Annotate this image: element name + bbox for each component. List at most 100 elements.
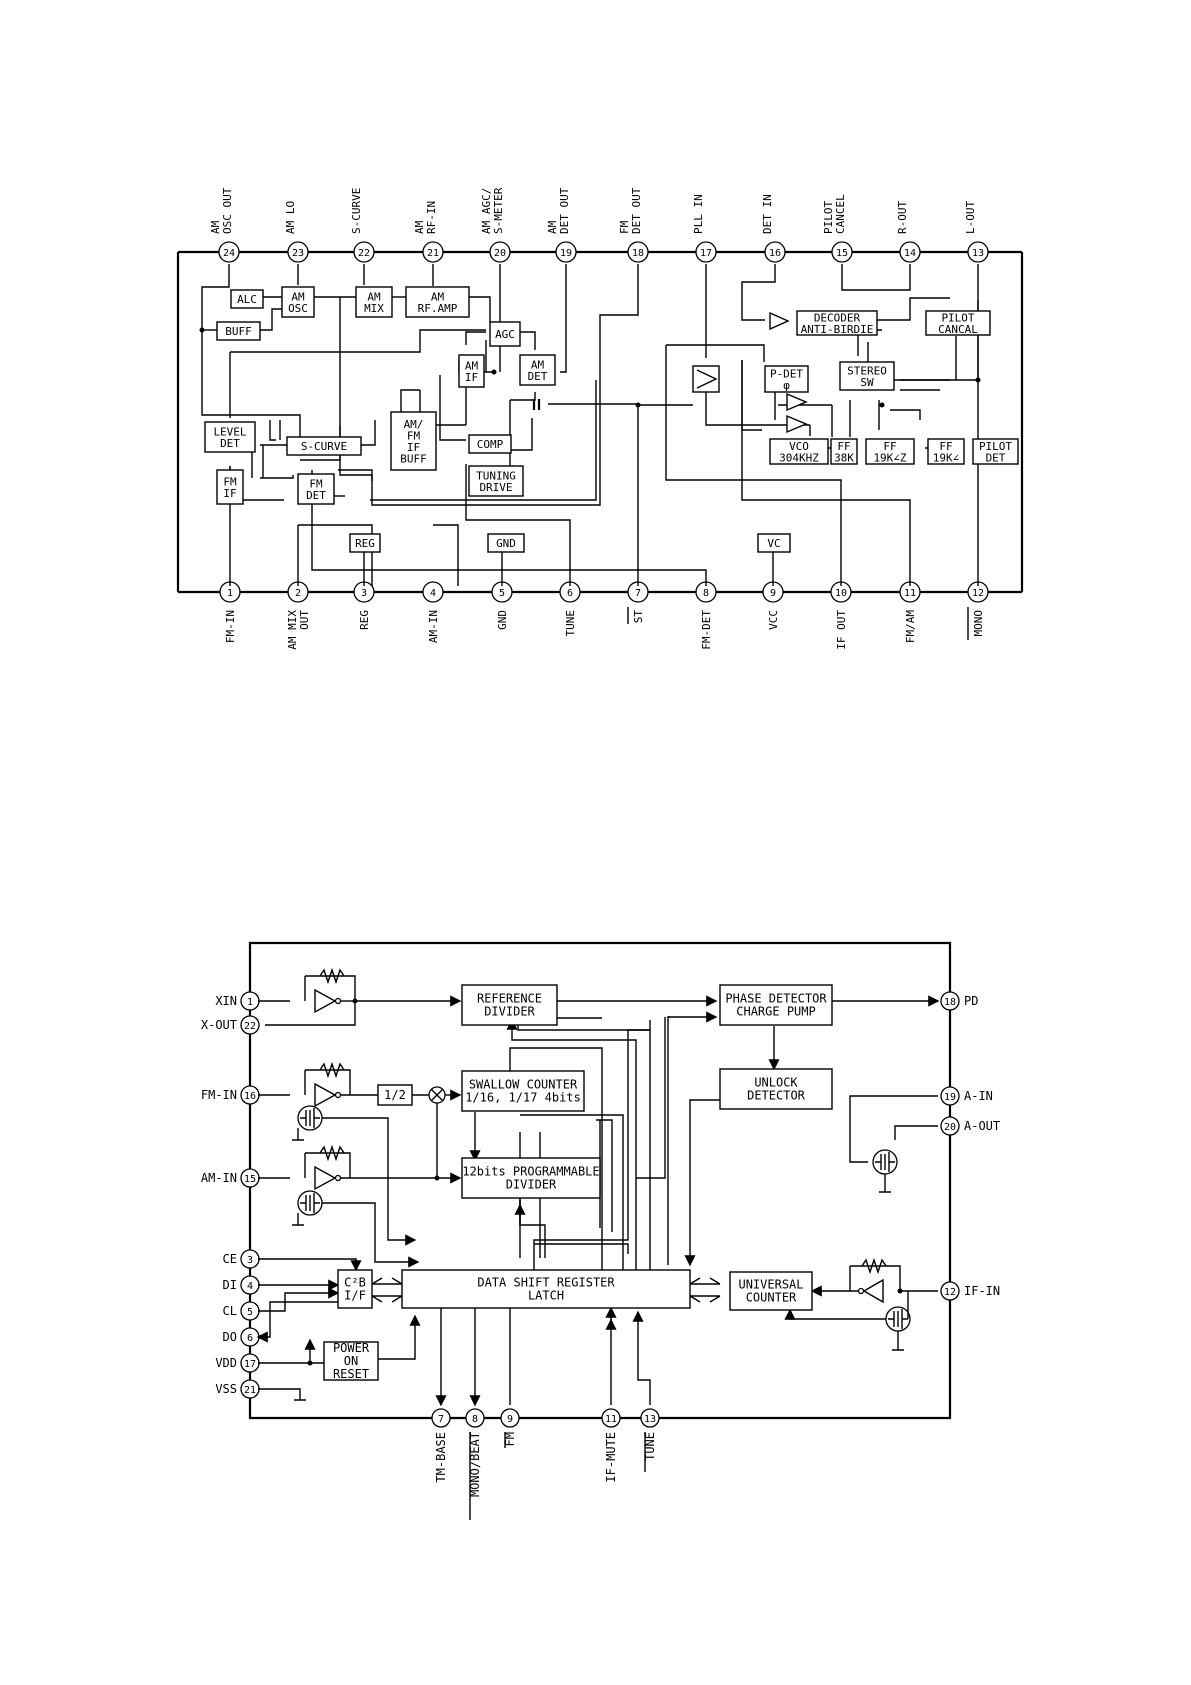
- block-label: DET: [220, 437, 240, 450]
- pin-label: OUT: [298, 610, 311, 630]
- top-pin-14: 14R-OUT: [896, 201, 921, 263]
- pin-label: ST: [632, 610, 645, 624]
- pin-number: 8: [703, 588, 709, 599]
- pin-number: 3: [247, 1255, 253, 1266]
- pin-label: VCC: [767, 610, 780, 630]
- pin-number: 7: [635, 588, 641, 599]
- block-label: FM: [223, 475, 237, 488]
- pin-number: 19: [560, 248, 572, 259]
- pin-circle: [353, 241, 375, 263]
- block-label: AM: [367, 290, 381, 303]
- block-label: I/F: [344, 1289, 366, 1303]
- fm-input-buffer-triangle: [314, 1082, 337, 1108]
- block-label: COUNTER: [746, 1291, 797, 1305]
- pin-number: 1: [227, 588, 233, 599]
- block-label: CANCAL: [938, 323, 978, 336]
- block-label: REG: [355, 537, 375, 550]
- pin-number: 21: [427, 248, 439, 259]
- pin-circle: [422, 581, 444, 603]
- gnd-block: GND: [487, 533, 525, 553]
- buff-block: BUFF: [216, 321, 261, 341]
- pin-number: 18: [944, 997, 956, 1008]
- pin-label: AM MIX: [286, 610, 299, 650]
- block-label: SWALLOW COUNTER: [469, 1078, 578, 1092]
- block-label: AM/: [404, 418, 424, 431]
- half-divider-block: 1/2: [377, 1084, 413, 1106]
- pin-label: FM-IN: [224, 610, 237, 643]
- pin-number: 16: [769, 248, 781, 259]
- pin-circle: [422, 241, 444, 263]
- pin-number: 3: [361, 588, 367, 599]
- comparator-a-triangle: [786, 392, 808, 412]
- block-label: VCO: [789, 440, 809, 453]
- pll-ic-block-diagram: 1XIN22X-OUT16FM-IN15AM-IN3CE4DI5CL6DO17V…: [201, 941, 1000, 1520]
- pin-number: 4: [430, 588, 436, 599]
- bottom-pin-7: 7ST: [627, 581, 649, 624]
- pin-label: FM-DET: [700, 610, 713, 650]
- s-curve-block: S-CURVE: [286, 436, 362, 456]
- pin-number: 12: [944, 1287, 956, 1298]
- bottom-pin-4: 4AM-IN: [422, 581, 444, 643]
- comp-block: COMP: [468, 434, 512, 454]
- block-label: AM: [465, 359, 479, 372]
- pin-circle: [489, 241, 511, 263]
- pin-label: OSC OUT: [221, 187, 234, 234]
- block-label: REFERENCE: [477, 992, 542, 1006]
- pin-number: 20: [494, 248, 506, 259]
- pin-number: 20: [944, 1122, 956, 1133]
- pin-number: 23: [292, 248, 304, 259]
- pin-label: DET OUT: [630, 187, 643, 234]
- block-label: C²B: [344, 1276, 366, 1290]
- bottom-pin-7: 7TM-BASE: [431, 1408, 451, 1483]
- left-pin-22: 22X-OUT: [201, 1015, 260, 1035]
- pin-label: IF-MUTE: [604, 1432, 618, 1483]
- bottom-pin-8: 8FM-DET: [695, 581, 717, 650]
- pin-number: 5: [247, 1307, 253, 1318]
- pin-label: FM/AM: [904, 610, 917, 643]
- block-label: POWER: [333, 1341, 370, 1355]
- pin-circle: [764, 241, 786, 263]
- pin-number: 15: [244, 1174, 256, 1185]
- block-label: 304KHZ: [779, 451, 819, 464]
- pin-label: DET OUT: [558, 187, 571, 234]
- block-label: AM: [291, 290, 305, 303]
- pin-label: TUNE: [643, 1432, 657, 1461]
- bottom-pin-9: 9FM: [500, 1408, 520, 1446]
- block-label: ANTI-BIRDIE: [801, 323, 874, 336]
- block-label: IF: [465, 371, 478, 384]
- pin-label: VDD: [215, 1356, 237, 1370]
- block-label: AM: [531, 358, 545, 371]
- pin-label: S-CURVE: [350, 188, 363, 234]
- block-label: UNLOCK: [754, 1076, 798, 1090]
- block-label: 1/16, 1/17 4bits: [465, 1091, 581, 1105]
- block-label: PHASE DETECTOR: [725, 992, 827, 1006]
- block-label: DECODER: [814, 311, 861, 324]
- block-label: DETECTOR: [747, 1089, 806, 1103]
- pin-number: 1: [247, 997, 253, 1008]
- pin-label: AM LO: [284, 201, 297, 234]
- pin-number: 11: [904, 588, 916, 599]
- block-label: DET: [528, 370, 548, 383]
- block-label: UNIVERSAL: [738, 1278, 803, 1292]
- pin-number: 8: [472, 1414, 478, 1425]
